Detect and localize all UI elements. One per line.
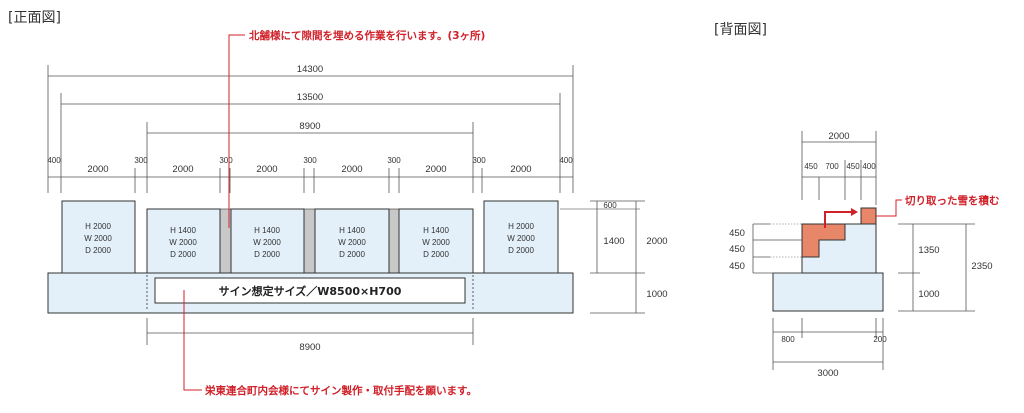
short-block [230, 208, 305, 274]
short-block [398, 208, 474, 274]
tall-block-left [61, 200, 136, 274]
block-d: D 2000 [339, 250, 365, 259]
cut-snow-area [801, 223, 846, 258]
seg-label: 300 [134, 156, 148, 165]
seg-label: 2000 [341, 164, 362, 175]
dim-1000: 1000 [918, 289, 939, 300]
tall-block-right [483, 200, 559, 274]
block-w: W 2000 [253, 238, 281, 247]
dim-2000: 2000 [646, 236, 667, 247]
bottom-dimension: 8900 [146, 318, 474, 353]
block-h: H 1400 [339, 226, 365, 235]
seg-label: 2000 [510, 164, 531, 175]
dim-2000: 2000 [828, 131, 849, 142]
snow-blocks: H 2000 W 2000 D 2000 H 1400 W 2000 D 200… [61, 200, 559, 274]
seg-label: 2000 [425, 164, 446, 175]
back-right-dimensions: 1350 1000 2350 [898, 223, 993, 312]
seg-label: 2000 [87, 164, 108, 175]
dim-2350: 2350 [971, 261, 992, 272]
sign-label: サイン想定サイズ／W8500×H700 [219, 284, 402, 298]
top-dimensions: 14300 13500 8900 400 2000 300 2000 300 2… [47, 64, 574, 193]
annotation-snow-pile: 切り取った雪を積む [876, 194, 1000, 217]
arrow-head-icon [851, 208, 858, 216]
seg-label: 400 [862, 162, 876, 171]
block-w: W 2000 [338, 238, 366, 247]
step-label: 450 [729, 244, 745, 255]
dim-total: 14300 [297, 64, 323, 75]
seg-label: 2000 [172, 164, 193, 175]
seg-label: 300 [303, 156, 317, 165]
seg-label: 2000 [256, 164, 277, 175]
dim-1000: 1000 [646, 289, 667, 300]
block-w: W 2000 [84, 234, 112, 243]
step-label: 450 [729, 261, 745, 272]
seg-label: 300 [387, 156, 401, 165]
dim-800: 800 [781, 335, 795, 344]
annotation-text: 切り取った雪を積む [905, 194, 1000, 207]
seg-label: 450 [846, 162, 860, 171]
piled-snow-area [860, 207, 877, 225]
block-w: W 2000 [507, 234, 535, 243]
block-h: H 2000 [85, 222, 111, 231]
back-view-title: [背面図] [714, 22, 767, 38]
dim-1350: 1350 [918, 245, 939, 256]
seg-label: 400 [47, 156, 61, 165]
seg-label: 450 [804, 162, 818, 171]
short-block [314, 208, 390, 274]
annotation-gap-fill: 北舗様にて隙間を埋める作業を行います。(3ヶ所) [228, 29, 485, 228]
step-label: 450 [729, 228, 745, 239]
block-d: D 2000 [508, 246, 534, 255]
dim-inner: 13500 [297, 92, 323, 103]
short-block [146, 208, 221, 274]
annotation-text: 北舗様にて隙間を埋める作業を行います。(3ヶ所) [249, 29, 485, 42]
seg-label: 700 [825, 162, 839, 171]
seg-label: 400 [559, 156, 573, 165]
annotation-sign: 栄東連合町内会様にてサイン製作・取付手配を願います。 [183, 290, 477, 397]
sign-area [154, 277, 466, 304]
seg-label: 300 [219, 156, 233, 165]
block-d: D 2000 [254, 250, 280, 259]
move-arrow [824, 211, 852, 228]
dim-600: 600 [603, 201, 617, 210]
block-w: W 2000 [169, 238, 197, 247]
block-d: D 2000 [85, 246, 111, 255]
dim-1400: 1400 [603, 236, 624, 247]
dim-middle: 8900 [299, 121, 320, 132]
dim-200: 200 [873, 335, 887, 344]
block-d: D 2000 [423, 250, 449, 259]
annotation-text: 栄東連合町内会様にてサイン製作・取付手配を願います。 [204, 384, 477, 397]
block-w: W 2000 [422, 238, 450, 247]
dim-bottom: 8900 [299, 342, 320, 353]
block-h: H 1400 [170, 226, 196, 235]
block-h: H 2000 [508, 222, 534, 231]
dim-3000: 3000 [817, 368, 838, 379]
block-d: D 2000 [170, 250, 196, 259]
back-bottom-dimensions: 800 200 3000 [772, 318, 887, 379]
right-dimensions: 600 1400 2000 1000 [560, 200, 668, 314]
back-top-dimensions: 2000 450 700 450 400 [801, 131, 877, 205]
block-h: H 1400 [423, 226, 449, 235]
back-base-block [772, 272, 884, 312]
back-left-dimensions: 450 450 450 [729, 223, 802, 274]
block-h: H 1400 [254, 226, 280, 235]
seg-label: 300 [472, 156, 486, 165]
front-view-title: [正面図] [8, 10, 61, 26]
